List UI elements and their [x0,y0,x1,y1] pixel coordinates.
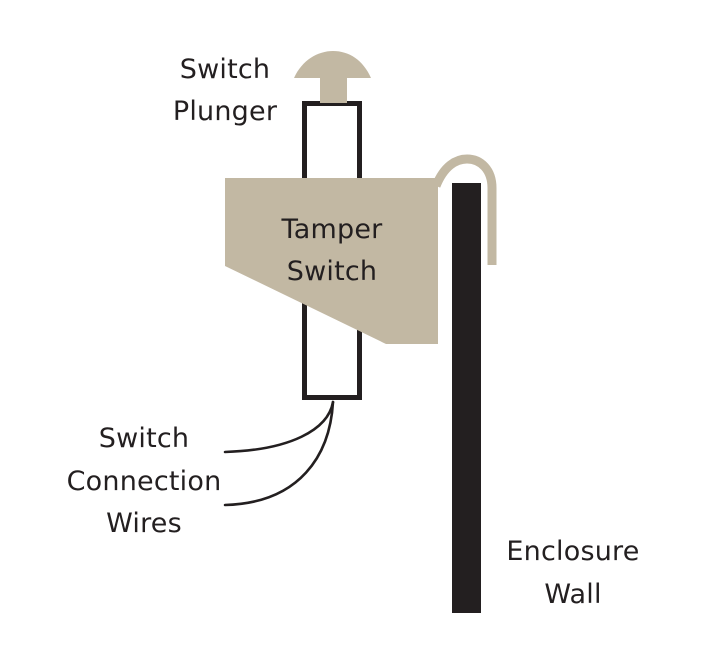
label-switch-plunger-line1: Switch [180,54,270,85]
switch-plunger-icon [294,51,371,103]
connection-wires [223,400,335,507]
mounting-hook-icon [431,154,497,265]
label-connection-wires: Switch Connection Wires [67,423,222,539]
label-switch-plunger-line2: Plunger [173,96,278,127]
label-enclosure-wall: Enclosure Wall [506,536,639,610]
plunger-stem [320,76,347,103]
label-tamper-switch-line1: Tamper [281,214,384,245]
label-tamper-switch-line2: Switch [287,256,377,287]
label-connection-wires-line1: Switch [99,423,189,454]
plunger-cap [294,51,371,78]
wire-upper [223,400,335,454]
label-enclosure-wall-line2: Wall [544,579,601,610]
label-connection-wires-line2: Connection [67,466,222,497]
label-enclosure-wall-line1: Enclosure [506,536,639,567]
label-connection-wires-line3: Wires [106,508,182,539]
tamper-switch-body [225,178,441,344]
enclosure-wall [452,183,481,613]
wire-lower [223,400,335,507]
label-tamper-switch: Tamper Switch [281,214,384,287]
label-switch-plunger: Switch Plunger [173,54,278,127]
